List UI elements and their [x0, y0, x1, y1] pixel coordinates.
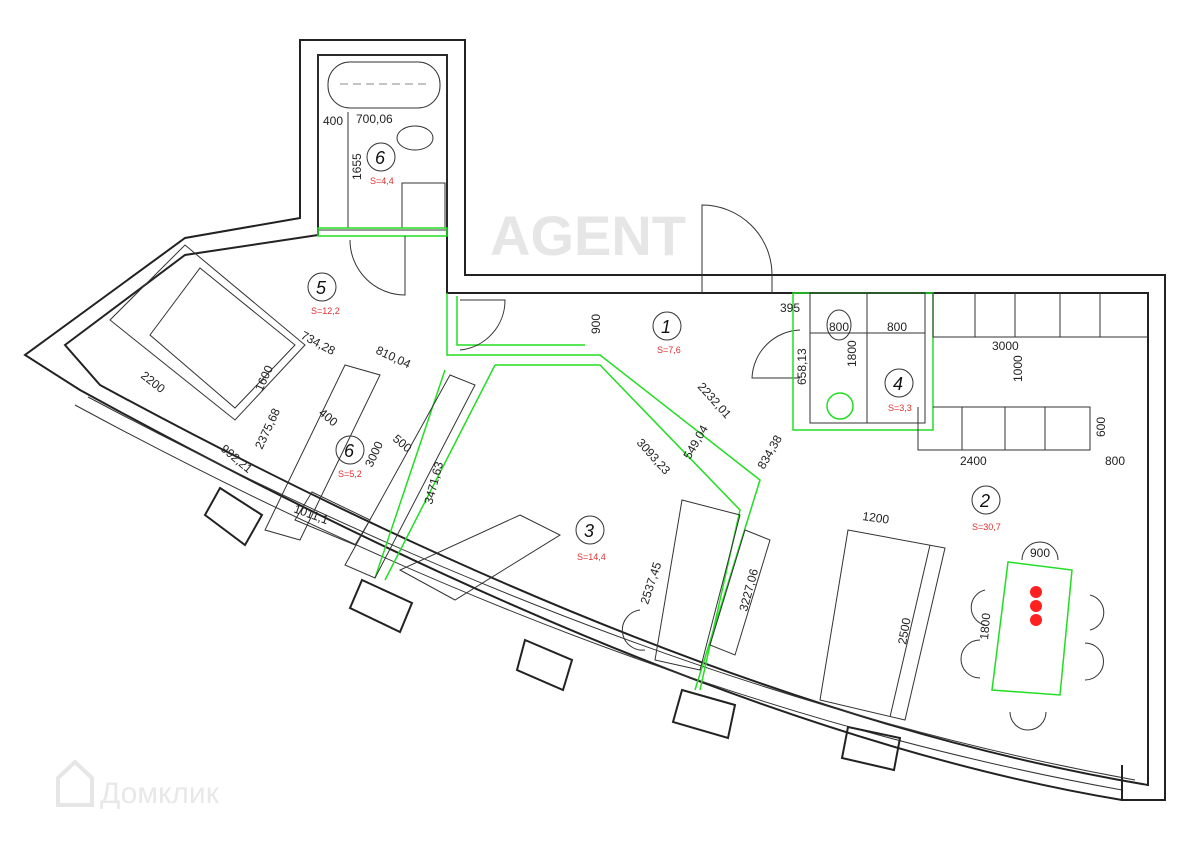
svg-text:800: 800: [1105, 454, 1125, 468]
svg-text:2200: 2200: [138, 368, 168, 396]
svg-text:992,21: 992,21: [218, 442, 255, 477]
svg-text:1655: 1655: [350, 153, 364, 180]
svg-text:5: 5: [316, 278, 327, 298]
svg-text:2: 2: [979, 491, 990, 511]
svg-text:6: 6: [344, 441, 355, 461]
svg-text:S=12,2: S=12,2: [311, 306, 340, 316]
kitchen-units: [917, 293, 1148, 451]
svg-text:S=3,3: S=3,3: [888, 403, 912, 413]
sofa: [819, 529, 946, 721]
corridor-zones: [374, 293, 801, 691]
svg-text:2232,01: 2232,01: [695, 380, 735, 422]
wall-corner: [1121, 765, 1165, 801]
svg-text:4: 4: [893, 374, 903, 394]
exterior-line: [87, 396, 1136, 781]
outer-wall: [23, 39, 1166, 801]
wardrobe: [264, 364, 381, 541]
svg-text:600: 600: [1094, 417, 1108, 437]
svg-text:S=14,4: S=14,4: [577, 552, 606, 562]
bathtub-icon: [327, 61, 441, 109]
windows: [203, 486, 902, 772]
svg-text:500: 500: [390, 432, 415, 456]
svg-text:900: 900: [589, 314, 603, 334]
svg-text:400: 400: [316, 406, 341, 430]
svg-text:3000: 3000: [992, 339, 1019, 353]
svg-text:1800: 1800: [977, 612, 993, 640]
svg-text:3227,06: 3227,06: [736, 567, 761, 613]
svg-text:1000: 1000: [1011, 355, 1025, 382]
svg-text:2537,45: 2537,45: [638, 560, 665, 606]
svg-text:549,04: 549,04: [680, 422, 711, 461]
svg-text:2500: 2500: [895, 616, 913, 645]
svg-text:S=4,4: S=4,4: [370, 176, 394, 186]
svg-text:700,06: 700,06: [356, 112, 393, 126]
svg-text:395: 395: [780, 301, 800, 315]
logo: Домклик: [56, 759, 220, 810]
watermark: AGENT: [490, 204, 686, 267]
logo-text: Домклик: [100, 777, 220, 810]
svg-text:6: 6: [375, 148, 386, 168]
svg-text:800: 800: [887, 320, 907, 334]
svg-text:658,13: 658,13: [795, 348, 809, 385]
wc-fixtures: [792, 292, 934, 431]
svg-text:2375,68: 2375,68: [252, 406, 283, 452]
svg-text:3000: 3000: [362, 439, 386, 469]
room-labels: 1S=7,6 2S=30,7 3S=14,4 4S=3,3 5S=12,2 6S…: [307, 142, 1001, 562]
svg-text:900: 900: [1030, 546, 1050, 560]
entrance-door: [701, 204, 773, 293]
toilet-icon: [396, 125, 434, 151]
svg-text:400: 400: [323, 114, 343, 128]
bed: [109, 244, 306, 421]
svg-text:S=7,6: S=7,6: [657, 345, 681, 355]
dining-table: [991, 561, 1073, 696]
svg-text:800: 800: [829, 320, 849, 334]
svg-text:3471,63: 3471,63: [421, 460, 446, 506]
svg-text:S=30,7: S=30,7: [972, 522, 1001, 532]
svg-text:3: 3: [584, 521, 594, 541]
dimension-labels: 400 700,06 1655 900 395 800 800 658,13 1…: [138, 112, 1125, 646]
svg-text:1600: 1600: [252, 363, 276, 393]
svg-text:S=5,2: S=5,2: [338, 469, 362, 479]
svg-text:834,38: 834,38: [754, 432, 785, 471]
svg-text:3093,23: 3093,23: [634, 436, 674, 478]
svg-text:810,04: 810,04: [374, 343, 413, 371]
svg-text:1: 1: [661, 317, 671, 337]
svg-text:1011,1: 1011,1: [292, 502, 331, 528]
svg-text:2400: 2400: [960, 454, 987, 468]
svg-text:734,28: 734,28: [299, 328, 338, 358]
house-icon: [56, 759, 94, 807]
light-fixtures: [1030, 586, 1042, 626]
bathroom-fixtures: [317, 54, 448, 237]
furniture: [109, 244, 946, 721]
exterior-line: [74, 404, 1123, 791]
svg-text:1200: 1200: [862, 509, 891, 527]
svg-text:1800: 1800: [845, 340, 859, 367]
chairs: [621, 541, 1105, 731]
door-swing: [349, 236, 406, 296]
inner-wall: [63, 54, 1149, 787]
